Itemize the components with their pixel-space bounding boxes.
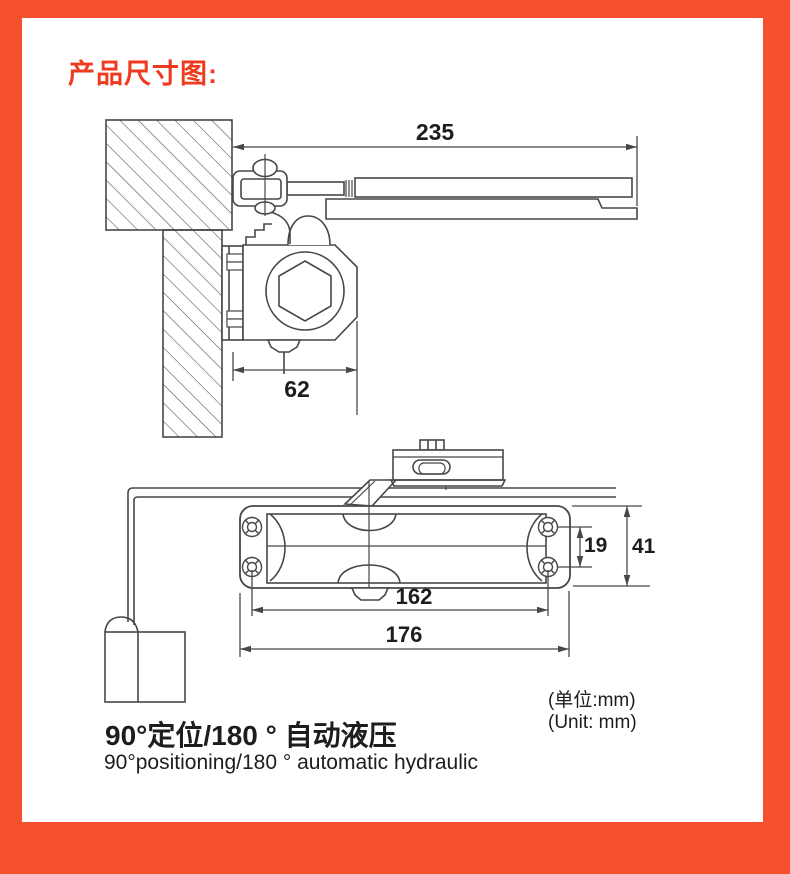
arm-shoe-bracket: [389, 439, 507, 490]
cylinder: [266, 513, 547, 584]
frame-section-hatched: [105, 119, 233, 231]
arm-neck: [269, 211, 291, 244]
pivot-bracket: [232, 154, 288, 216]
link-rod: [286, 181, 345, 196]
dimension-162: [251, 570, 549, 616]
door-section-hatched: [162, 229, 223, 438]
closer-body: [242, 244, 358, 341]
left-end-cap-arc: [269, 513, 286, 582]
dim-162-label: 162: [396, 584, 433, 609]
floor-stop-block: [104, 616, 186, 703]
dim-19-label: 19: [584, 534, 607, 557]
dimension-41: [572, 505, 650, 587]
dim-235-label: 235: [416, 119, 455, 145]
page-title: 产品尺寸图:: [68, 59, 218, 89]
units-zh: (单位:mm): [548, 690, 636, 711]
caption-english: 90°positioning/180 ° automatic hydraulic: [104, 751, 479, 774]
units-note: (单位:mm) (Unit: mm): [548, 690, 637, 734]
step-detail: [245, 223, 272, 245]
units-en: (Unit: mm): [548, 712, 637, 733]
main-arm: [325, 198, 638, 220]
closer-body-front: [239, 505, 571, 589]
hex-socket: [278, 260, 332, 322]
adjustable-rod: [354, 177, 633, 198]
screw-top-left: [241, 516, 263, 538]
dimension-235: [233, 136, 638, 206]
dim-62-label: 62: [284, 376, 310, 402]
dimension-62: [232, 321, 358, 415]
right-end-cap-arc: [526, 513, 543, 582]
dim-41-label: 41: [632, 535, 656, 558]
spindle-circle: [265, 251, 345, 331]
arm-hub-dome: [287, 215, 331, 246]
valve: [266, 339, 302, 353]
adjust-valve: [350, 587, 390, 601]
dim-176-label: 176: [386, 622, 423, 647]
screw-top-right: [537, 516, 559, 538]
top-view-drawing: [105, 119, 638, 438]
dimension-19: [558, 526, 592, 568]
dimension-176: [239, 591, 570, 657]
door-edge-lines: [127, 487, 616, 622]
thread-detail: [345, 180, 353, 197]
front-view-drawing: [104, 439, 616, 703]
caption-chinese: 90°定位/180 ° 自动液压: [105, 720, 397, 751]
